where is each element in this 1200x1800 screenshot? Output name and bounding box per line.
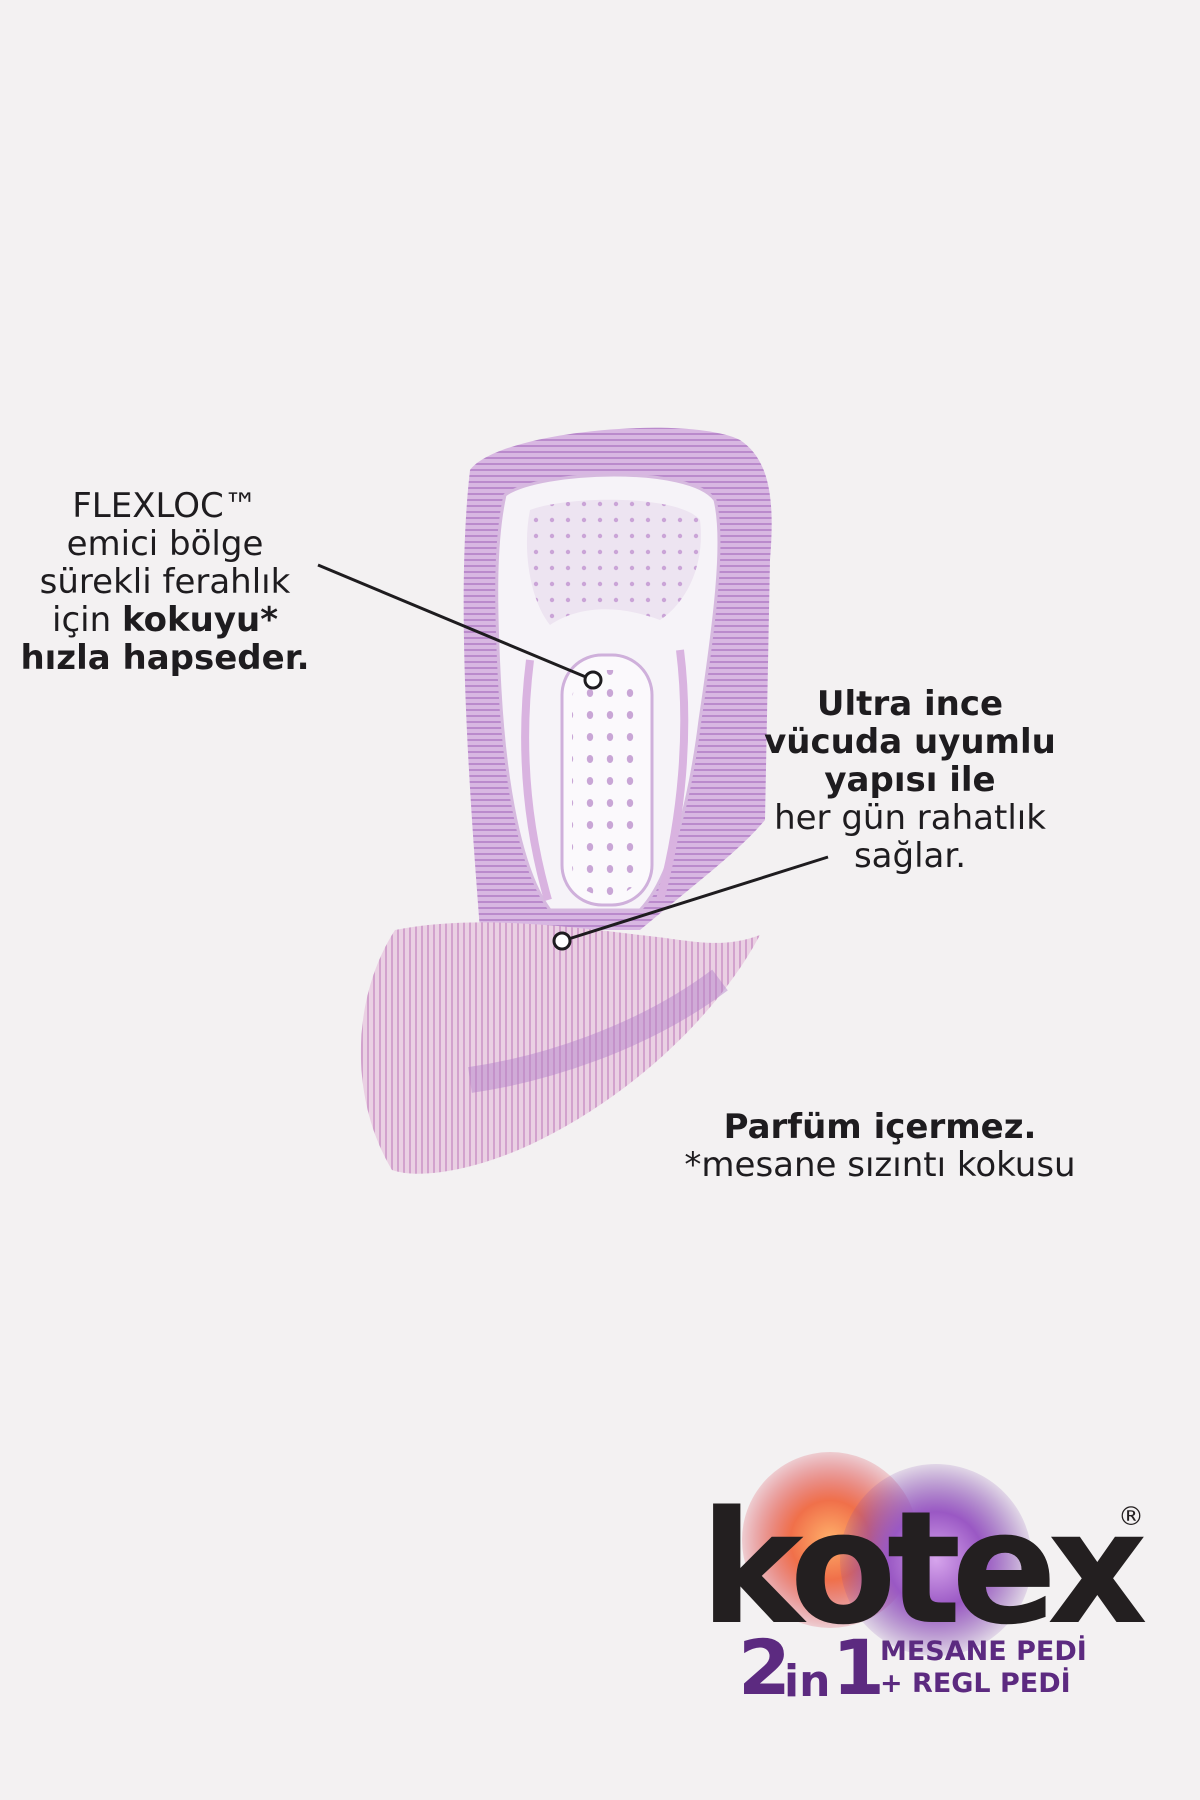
flexloc-line4-prefix: için xyxy=(52,600,122,640)
ultra-bold2: vücuda uyumlu xyxy=(764,722,1056,762)
ultra-bold1: Ultra ince xyxy=(816,684,1004,724)
tag-in: in xyxy=(784,1656,831,1707)
ultra-line3: yapısı ile xyxy=(740,761,1080,799)
kotex-logo: kotex ® 2 in 1 MESANE PEDİ + REGL PEDİ xyxy=(700,1450,1160,1710)
note-line: *mesane sızıntı kokusu xyxy=(684,1145,1076,1185)
fragrance-note: Parfüm içermez. *mesane sızıntı kokusu xyxy=(660,1108,1100,1184)
flexloc-line2: emici bölge xyxy=(66,524,264,564)
flexloc-line3: sürekli ferahlık xyxy=(39,562,291,602)
tag-two: 2 xyxy=(738,1623,791,1712)
leader-line-flexloc xyxy=(317,563,594,682)
ultra-line1: Ultra ince xyxy=(740,685,1080,723)
leader-line-ultra xyxy=(561,855,829,943)
flexloc-line4-bold: kokuyu* xyxy=(121,600,278,640)
logo-flowers xyxy=(742,1452,1032,1656)
pad-flap xyxy=(360,922,760,1174)
ultra-line4: her gün rahatlık xyxy=(774,798,1046,838)
ultra-bold3: yapısı ile xyxy=(824,760,996,800)
logo-wordmark: kotex xyxy=(700,1477,1148,1659)
note-bold: Parfüm içermez. xyxy=(660,1108,1100,1146)
flexloc-line4: için kokuyu* xyxy=(20,601,310,639)
purple-flower-icon xyxy=(840,1464,1032,1656)
leader-dot-flexloc xyxy=(583,670,603,690)
tag-lines: MESANE PEDİ + REGL PEDİ xyxy=(880,1636,1087,1700)
flexloc-line5: hızla hapseder. xyxy=(20,639,310,677)
pad-mesh xyxy=(526,499,701,625)
registered-mark: ® xyxy=(1118,1502,1144,1532)
note-bold-text: Parfüm içermez. xyxy=(723,1107,1037,1147)
ultra-line5: sağlar. xyxy=(853,836,967,876)
flexloc-line5-bold: hızla hapseder. xyxy=(20,638,310,678)
flexloc-callout: FLEXLOC™ emici bölge sürekli ferahlık iç… xyxy=(20,487,310,677)
flexloc-title: FLEXLOC™ xyxy=(72,486,258,526)
tag-line1: MESANE PEDİ xyxy=(880,1636,1087,1667)
tag-one: 1 xyxy=(832,1623,885,1712)
ultra-thin-callout: Ultra ince vücuda uyumlu yapısı ile her … xyxy=(740,685,1080,875)
leader-dot-ultra xyxy=(552,931,572,951)
ultra-line2: vücuda uyumlu xyxy=(740,723,1080,761)
tag-line2: + REGL PEDİ xyxy=(880,1668,1071,1699)
